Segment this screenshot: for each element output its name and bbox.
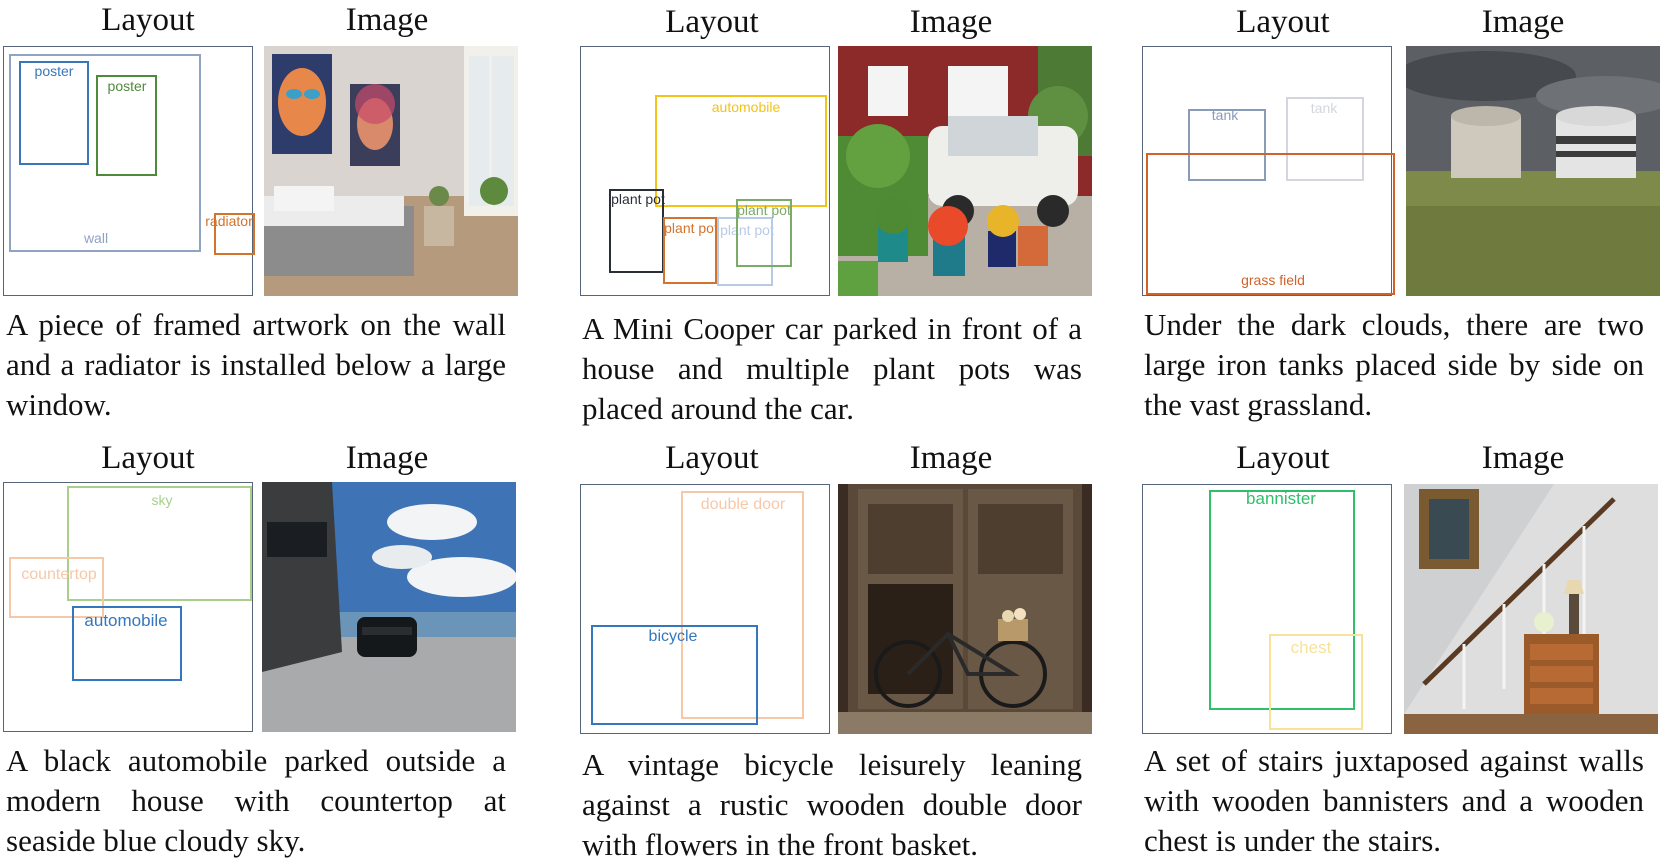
bbox-label: sky <box>151 492 173 508</box>
image-header: Image <box>345 2 429 38</box>
bbox-automobile <box>72 606 182 681</box>
caption: A Mini Cooper car parked in front of a h… <box>582 311 1082 426</box>
generated-image-tanks <box>1406 46 1660 296</box>
bbox-wall <box>9 54 201 252</box>
layout-header: Layout <box>101 2 195 38</box>
bbox-label: radiator <box>205 213 253 229</box>
layout-header: Layout <box>1236 440 1330 476</box>
generated-image-bicycle <box>838 484 1092 734</box>
bbox-label: wall <box>83 230 109 246</box>
bbox-plant-pot <box>663 217 717 284</box>
layout-header: Layout <box>101 440 195 476</box>
image-header: Image <box>1481 4 1565 40</box>
bbox-label: countertop <box>21 566 97 583</box>
bbox-label: automobile <box>84 611 168 630</box>
image-header: Image <box>345 440 429 476</box>
bbox-sky <box>67 486 252 601</box>
bbox-label: grass field <box>1241 272 1305 288</box>
bbox-label: automobile <box>711 99 781 115</box>
bbox-label: bannister <box>1246 489 1316 508</box>
layout-canvas: wall poster poster radiator <box>3 46 255 296</box>
bbox-chest <box>1269 634 1363 730</box>
bbox-poster <box>19 61 89 165</box>
layout-header: Layout <box>665 440 759 476</box>
bbox-poster <box>96 75 157 176</box>
layout-canvas: bannister chest <box>1142 484 1392 734</box>
layout-canvas: automobile plant pot plant pot plant pot… <box>580 46 830 296</box>
layout-canvas: tank tank grass field <box>1142 46 1395 296</box>
bbox-tank <box>1286 97 1364 181</box>
bbox-label: bicycle <box>648 628 698 645</box>
image-header: Image <box>1481 440 1565 476</box>
caption: A set of stairs juxtaposed against walls… <box>1144 743 1644 858</box>
bbox-label: plant pot <box>664 220 718 236</box>
bbox-bicycle <box>591 625 758 725</box>
bbox-plant-pot <box>717 217 773 286</box>
bbox-bannister <box>1209 490 1355 710</box>
bbox-label: tank <box>1310 100 1338 116</box>
layout-canvas: double door bicycle <box>580 484 830 734</box>
bbox-label: poster <box>107 78 147 94</box>
bbox-radiator <box>214 213 255 255</box>
caption: A piece of framed artwork on the wall an… <box>6 307 506 422</box>
caption: A vintage bicycle leisurely leaning agai… <box>582 747 1082 862</box>
generated-image-stairs <box>1404 484 1658 734</box>
bbox-label: tank <box>1211 107 1239 123</box>
bbox-label: plant pot <box>720 222 774 238</box>
bbox-label: plant pot <box>611 191 665 207</box>
generated-image-bedroom <box>264 46 518 296</box>
bbox-automobile <box>655 95 827 207</box>
generated-image-mini-cooper <box>838 46 1092 296</box>
bbox-label: double door <box>700 496 786 513</box>
generated-image-automobile <box>262 482 516 732</box>
bbox-tank <box>1188 109 1266 181</box>
image-header: Image <box>909 440 993 476</box>
caption: A black automobile parked outside a mode… <box>6 743 506 858</box>
bbox-label: plant pot <box>737 202 791 218</box>
layout-header: Layout <box>1236 4 1330 40</box>
caption: Under the dark clouds, there are two lar… <box>1144 307 1644 422</box>
layout-header: Layout <box>665 4 759 40</box>
bbox-plant-pot <box>736 199 792 267</box>
bbox-countertop <box>9 557 104 618</box>
bbox-grass-field <box>1146 153 1395 295</box>
layout-canvas: sky countertop automobile <box>3 482 253 732</box>
bbox-label: poster <box>34 63 74 79</box>
image-header: Image <box>909 4 993 40</box>
bbox-double-door <box>681 491 804 719</box>
bbox-label: chest <box>1290 638 1332 657</box>
